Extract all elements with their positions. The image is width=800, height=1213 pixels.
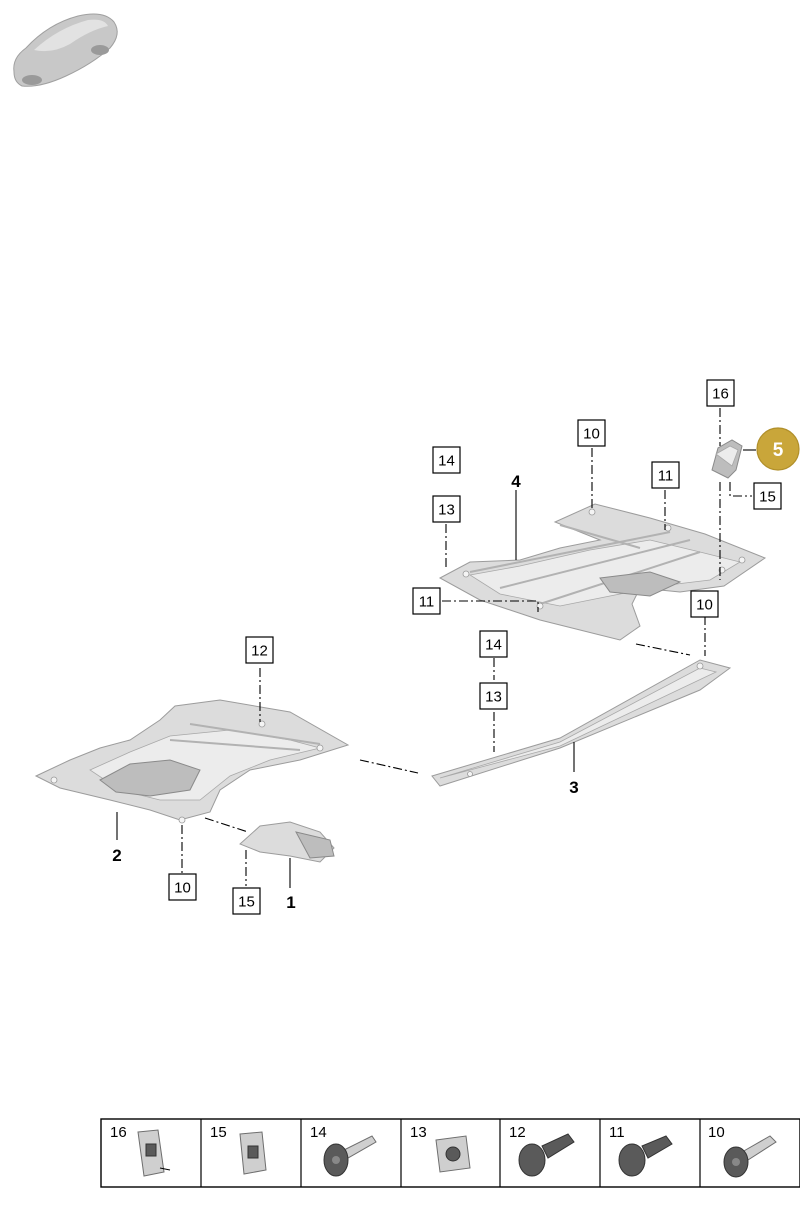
svg-text:5: 5 <box>773 440 784 461</box>
callout-13-top: 13 <box>432 495 461 523</box>
bracket-part <box>711 439 743 479</box>
part-number-2: 2 <box>112 846 121 865</box>
svg-text:10: 10 <box>174 880 191 897</box>
callout-11-mid: 11 <box>412 587 441 615</box>
side-rail-part <box>431 659 732 787</box>
svg-text:16: 16 <box>110 1124 127 1141</box>
svg-text:14: 14 <box>310 1124 327 1141</box>
underbody-panel-rear <box>438 503 767 641</box>
dashed-leader-lines <box>116 408 756 888</box>
plastic-rivet-icon <box>518 1133 575 1177</box>
callout-13-mid: 13 <box>479 682 508 710</box>
callout-10-mid: 10 <box>690 590 719 618</box>
legend-cell-12: 12 <box>509 1124 575 1177</box>
part-number-3: 3 <box>569 778 578 797</box>
svg-text:16: 16 <box>712 386 729 403</box>
svg-text:13: 13 <box>438 502 455 519</box>
svg-text:10: 10 <box>708 1124 725 1141</box>
svg-text:10: 10 <box>583 426 600 443</box>
svg-text:12: 12 <box>509 1124 526 1141</box>
svg-text:15: 15 <box>238 894 255 911</box>
small-cover-part <box>239 821 335 863</box>
callout-14-mid: 14 <box>479 630 508 658</box>
plastic-rivet-icon <box>618 1135 673 1177</box>
callout-10-bottom: 10 <box>168 873 197 901</box>
callout-10-top: 10 <box>577 419 606 447</box>
legend-cell-15: 15 <box>210 1124 267 1175</box>
legend-cell-14: 14 <box>310 1124 377 1177</box>
flange-screw-icon <box>323 1135 377 1177</box>
callout-11-top: 11 <box>651 461 680 489</box>
fastener-legend: 16 15 14 13 <box>100 1118 800 1188</box>
part-number-4: 4 <box>511 472 521 491</box>
clip-nut-icon <box>239 1131 267 1175</box>
svg-text:10: 10 <box>696 597 713 614</box>
svg-text:15: 15 <box>759 489 776 506</box>
legend-cell-13: 13 <box>410 1124 471 1173</box>
svg-text:14: 14 <box>485 637 502 654</box>
vehicle-thumbnail <box>13 13 118 87</box>
svg-text:14: 14 <box>438 453 455 470</box>
legend-cell-10: 10 <box>708 1124 777 1178</box>
underbody-panel-front <box>34 699 350 824</box>
clip-nut-icon <box>137 1129 171 1177</box>
svg-text:15: 15 <box>210 1124 227 1141</box>
svg-text:11: 11 <box>419 594 435 611</box>
legend-cell-11: 11 <box>609 1124 673 1177</box>
callout-14-top: 14 <box>432 446 461 474</box>
legend-cell-16: 16 <box>110 1124 171 1177</box>
square-nut-icon <box>435 1135 471 1173</box>
part-number-1: 1 <box>286 893 295 912</box>
svg-text:11: 11 <box>658 468 674 485</box>
callout-12: 12 <box>245 636 274 664</box>
svg-text:11: 11 <box>609 1124 625 1141</box>
callout-15-top: 15 <box>753 482 782 510</box>
svg-text:13: 13 <box>410 1124 427 1141</box>
callout-16-top: 16 <box>706 379 735 407</box>
svg-text:12: 12 <box>251 643 268 660</box>
callout-15-bottom: 15 <box>232 887 261 915</box>
svg-text:13: 13 <box>485 689 502 706</box>
flange-screw-icon <box>723 1135 777 1178</box>
highlighted-part-5-badge[interactable]: 5 <box>756 427 800 471</box>
